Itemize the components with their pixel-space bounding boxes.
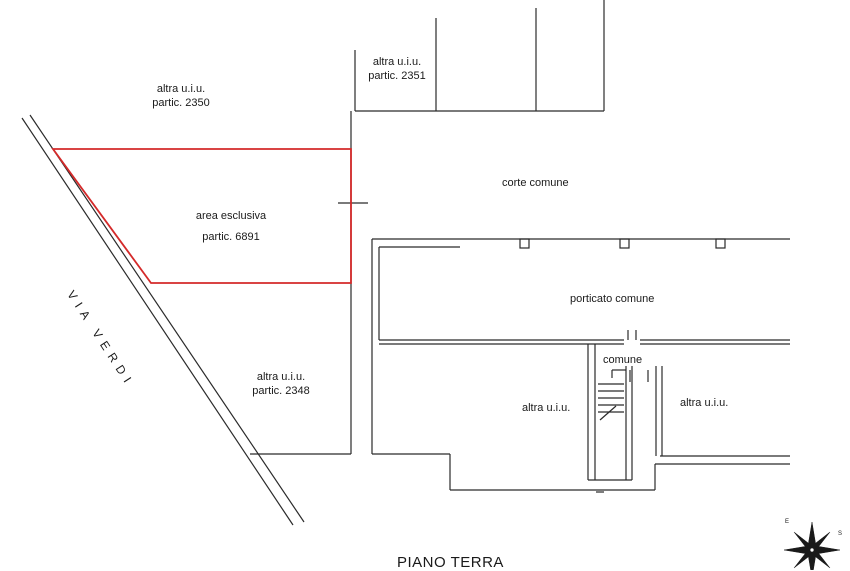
compass-rose-icon [783,521,841,570]
staircase [598,369,626,421]
compass-north-letter: S [838,531,843,537]
label-corte-comune: corte comune [502,177,569,189]
label-porticato-comune: porticato comune [570,293,655,305]
label-comune: comune [603,354,643,366]
pillar [519,238,530,249]
label-unit-right: altra u.i.u. [680,397,729,409]
pillar [619,238,630,249]
label-partic-2351: altra u.i.u. partic. 2351 [352,55,442,83]
street-edge-inner [29,114,305,523]
area-label-line: altra u.i.u. [372,56,422,68]
street-edge-outer [21,117,294,526]
exclusive-area-outline [51,148,352,284]
pillar [715,238,726,249]
label-exclusive-area: area esclusiva partic. 6891 [176,206,286,248]
label-partic-2350: altra u.i.u. partic. 2350 [136,82,226,110]
compass-east-letter: E [785,519,790,525]
area-label-line: partic. 2350 [152,97,210,109]
label-partic-2348: altra u.i.u. partic. 2348 [236,370,326,398]
area-label-line: altra u.i.u. [256,371,306,383]
area-label-line: partic. 2351 [368,70,426,82]
area-label-line: partic. 6891 [202,231,260,243]
page-title: PIANO TERRA [397,554,504,571]
area-label-line: area esclusiva [195,210,267,222]
label-unit-left: altra u.i.u. [522,402,571,414]
area-label-line: partic. 2348 [252,385,310,397]
area-label-line: altra u.i.u. [156,83,206,95]
